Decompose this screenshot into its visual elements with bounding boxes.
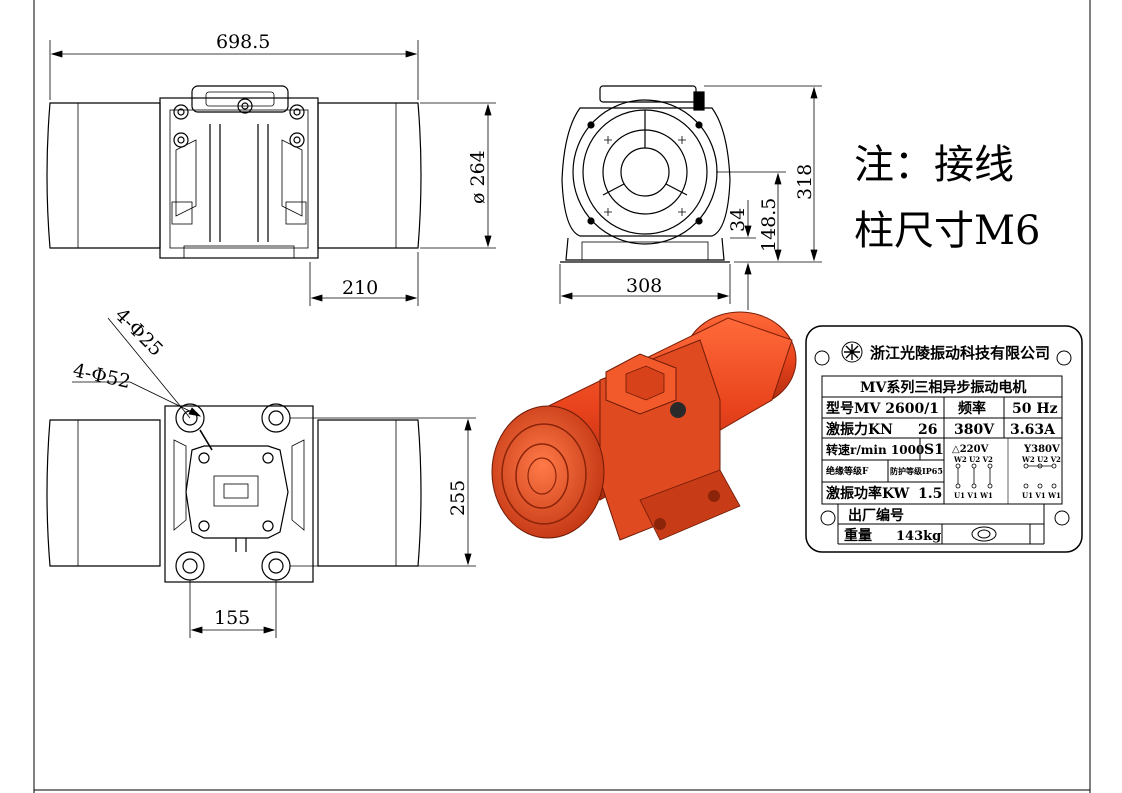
dim-foot-width: 308 bbox=[626, 275, 662, 297]
motor-3d-render bbox=[491, 311, 797, 541]
nameplate-serial-label: 出厂编号 bbox=[848, 507, 904, 524]
dim-small-holes: 4-Φ25 bbox=[110, 304, 167, 361]
nameplate-weight-label: 重量 bbox=[844, 527, 872, 544]
nameplate-delta-label: △220V bbox=[952, 444, 989, 455]
nameplate-power-label: 激振功率KW bbox=[826, 485, 910, 502]
nameplate-weight-value: 143kg bbox=[896, 529, 941, 544]
nameplate-star-bottom: U1 V1 W1 bbox=[1022, 491, 1061, 500]
end-view-dimensions bbox=[559, 85, 822, 310]
base-view-dimensions bbox=[72, 317, 476, 638]
nameplate-title: MV系列三相异步振动电机 bbox=[860, 379, 1026, 396]
dim-bolt-span-x: 155 bbox=[214, 607, 250, 629]
dim-overall-length: 698.5 bbox=[216, 31, 270, 53]
dim-body-diameter: ø 264 bbox=[467, 150, 489, 204]
nameplate-company: 浙江光陵振动科技有限公司 bbox=[870, 344, 1050, 362]
nameplate-star-label: Y380V bbox=[1023, 444, 1060, 455]
nameplate-delta-top: W2 U2 V2 bbox=[953, 455, 993, 464]
dim-foot-thickness: 34 bbox=[727, 208, 749, 232]
nameplate-freq-value: 50 Hz bbox=[1012, 401, 1058, 417]
nameplate-force-label: 激振力KN bbox=[826, 421, 893, 438]
nameplate-star-top: W2 U2 V2 bbox=[1021, 455, 1061, 464]
end-view bbox=[560, 85, 731, 263]
note-line-1: 注：接线 bbox=[854, 142, 1014, 188]
nameplate-speed: 转速r/min 1000 bbox=[826, 442, 924, 457]
nameplate bbox=[805, 325, 1083, 553]
dim-overall-height: 318 bbox=[794, 164, 816, 200]
nameplate-force-value: 26 bbox=[918, 422, 937, 438]
nameplate-protection: 防护等级IP65 bbox=[890, 466, 943, 476]
nameplate-voltage: 380V bbox=[954, 422, 995, 438]
nameplate-power-value: 1.5 bbox=[918, 486, 942, 502]
nameplate-duty: S1 bbox=[924, 442, 944, 458]
dim-foot-offset: 210 bbox=[342, 277, 378, 299]
page-frame bbox=[33, 0, 1091, 793]
top-view-dimensions bbox=[49, 40, 496, 306]
top-view bbox=[46, 85, 422, 259]
nameplate-insulation: 绝缘等级F bbox=[826, 465, 869, 477]
dim-large-holes: 4-Φ52 bbox=[71, 359, 133, 393]
nameplate-delta-bottom: U1 V1 W1 bbox=[954, 491, 993, 500]
dim-center-height: 148.5 bbox=[758, 198, 780, 252]
note-line-2: 柱尺寸M6 bbox=[854, 208, 1040, 254]
base-view bbox=[46, 403, 422, 583]
nameplate-current: 3.63A bbox=[1010, 422, 1056, 438]
nameplate-model: 型号MV 2600/1 bbox=[826, 400, 939, 417]
nameplate-freq-label: 频率 bbox=[958, 400, 986, 417]
dim-bolt-span-y: 255 bbox=[447, 480, 469, 516]
